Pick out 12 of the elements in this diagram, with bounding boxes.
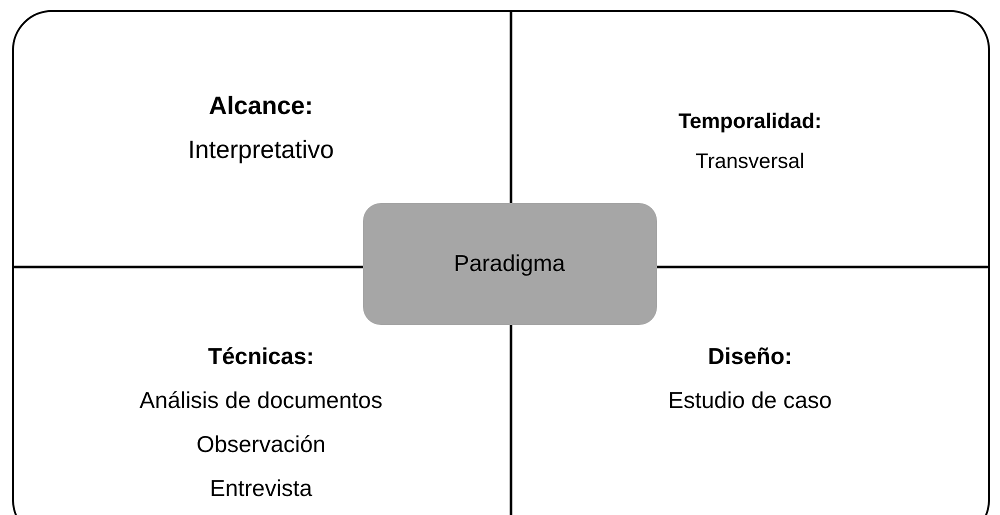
quadrant-heading: Alcance:: [208, 90, 314, 122]
quadrant-heading: Temporalidad:: [678, 108, 822, 134]
quadrant-heading: Diseño:: [708, 342, 792, 370]
quadrant-text: Observación: [196, 430, 326, 458]
quadrant-text: Transversal: [696, 148, 804, 174]
quadrant-text: Interpretativo: [188, 134, 334, 166]
quadrant-text: Análisis de documentos: [140, 386, 382, 414]
quadrant-text: Entrevista: [210, 474, 312, 502]
frame-outline: [12, 10, 990, 515]
quadrant-heading: Técnicas:: [208, 342, 314, 370]
quadrant-text: Estudio de caso: [668, 386, 832, 414]
center-box: Paradigma: [362, 202, 656, 324]
